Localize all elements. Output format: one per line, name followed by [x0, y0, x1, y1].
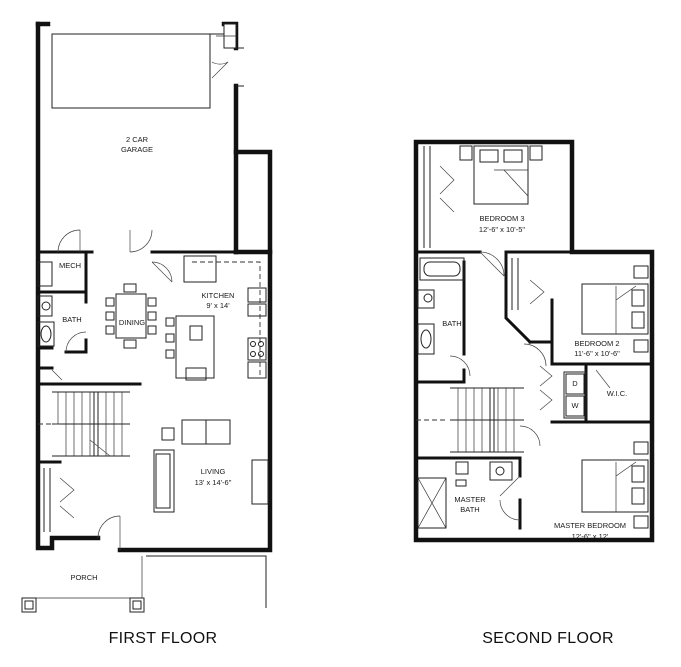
- first-bath-label: BATH: [62, 315, 81, 324]
- first-floor-plan: [21, 21, 273, 613]
- dining-label: DINING: [119, 318, 145, 327]
- mech-label: MECH: [59, 261, 81, 270]
- bedroom3-dimensions: 12'-6" x 10'-5": [479, 225, 525, 234]
- bedroom2-dimensions: 11'-6" x 10'-6": [574, 349, 620, 358]
- master-bedroom-label: MASTER BEDROOM: [554, 521, 626, 530]
- master-bath-label-line2: BATH: [460, 505, 479, 514]
- washer-label: W: [571, 401, 579, 410]
- porch-label: PORCH: [70, 573, 97, 582]
- second-bath-label: BATH: [442, 319, 461, 328]
- first-floor-title: FIRST FLOOR: [109, 630, 218, 647]
- wic-label: W.I.C.: [607, 389, 627, 398]
- kitchen-label: KITCHEN: [202, 291, 235, 300]
- bedroom2-label: BEDROOM 2: [574, 339, 619, 348]
- second-floor-plan: [413, 139, 655, 543]
- second-floor-title: SECOND FLOOR: [482, 630, 614, 647]
- living-dimensions: 13' x 14'-6": [195, 478, 232, 487]
- kitchen-dimensions: 9' x 14': [206, 301, 230, 310]
- garage-label-line1: 2 CAR: [126, 135, 149, 144]
- dryer-label: D: [572, 379, 578, 388]
- bedroom3-label: BEDROOM 3: [479, 214, 524, 223]
- master-bath-label-line1: MASTER: [454, 495, 486, 504]
- garage-label-line2: GARAGE: [121, 145, 153, 154]
- master-bedroom-dimensions: 12'-6" x 12': [572, 532, 609, 541]
- living-label: LIVING: [201, 467, 226, 476]
